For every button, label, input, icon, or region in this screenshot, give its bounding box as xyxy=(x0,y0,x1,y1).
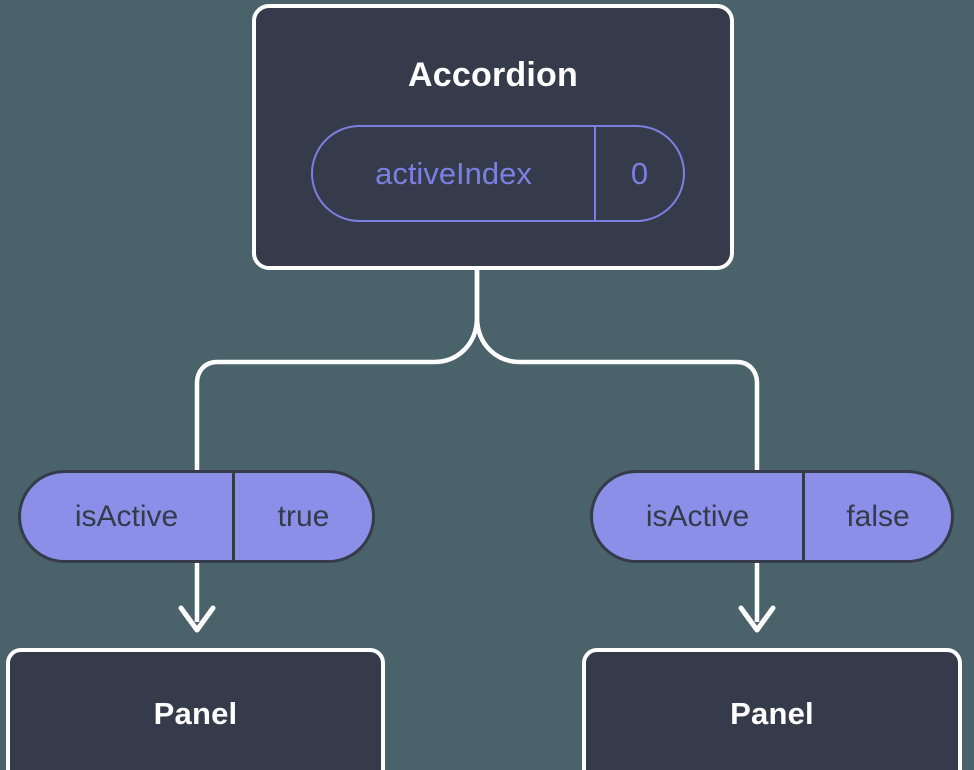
prop-pill-left-is-active[interactable]: isActive true xyxy=(18,470,375,563)
arrowhead-right-icon xyxy=(738,605,776,633)
node-accordion-title: Accordion xyxy=(408,56,578,94)
connector-root-to-left-branch xyxy=(194,267,480,473)
arrowhead-left-icon xyxy=(178,605,216,633)
node-panel-right[interactable]: Panel xyxy=(582,648,962,770)
node-accordion[interactable]: Accordion activeIndex 0 xyxy=(252,4,734,270)
prop-pill-right-divider xyxy=(802,473,805,560)
state-pill-value: 0 xyxy=(630,156,649,191)
state-pill-active-index[interactable]: activeIndex 0 xyxy=(311,125,685,222)
state-pill-key: activeIndex xyxy=(375,156,532,191)
node-panel-left[interactable]: Panel xyxy=(6,648,385,770)
prop-pill-right-value: false xyxy=(846,499,910,533)
state-pill-divider xyxy=(594,127,596,220)
prop-pill-right-key: isActive xyxy=(645,499,750,533)
prop-pill-left-divider xyxy=(232,473,235,560)
prop-pill-left-key: isActive xyxy=(74,499,179,533)
node-panel-left-title: Panel xyxy=(153,696,238,731)
node-panel-right-title: Panel xyxy=(730,696,814,731)
connector-root-to-right-branch xyxy=(474,267,760,473)
prop-pill-right-is-active[interactable]: isActive false xyxy=(590,470,954,563)
prop-pill-left-value: true xyxy=(277,499,330,533)
